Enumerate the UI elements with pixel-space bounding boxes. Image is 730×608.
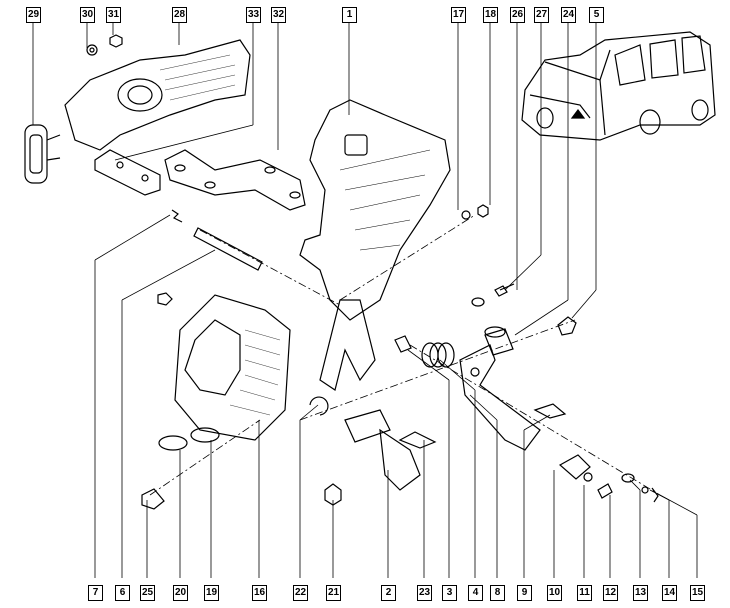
- part-30-nut: [86, 44, 98, 56]
- part-7-clip: [171, 209, 183, 223]
- part-1-pedal-bracket: [299, 99, 451, 321]
- part-14-washer: [641, 486, 649, 494]
- callout-22: 22: [293, 585, 308, 601]
- callout-4: 4: [468, 585, 483, 601]
- part-15-clip: [651, 487, 659, 503]
- part-stop-upper: [157, 292, 173, 306]
- part-13-washer: [621, 473, 635, 483]
- callout-21: 21: [326, 585, 341, 601]
- part-22-clip: [309, 396, 329, 416]
- part-20-pad: [158, 435, 188, 451]
- callout-13: 13: [633, 585, 648, 601]
- callout-11: 11: [577, 585, 592, 601]
- callout-3: 3: [442, 585, 457, 601]
- part-32-bracket: [164, 149, 306, 211]
- callout-31: 31: [106, 7, 121, 23]
- callout-28: 28: [172, 7, 187, 23]
- part-31-nut: [109, 34, 123, 48]
- part-10-bracket: [558, 454, 591, 480]
- part-12-bolt: [597, 483, 613, 499]
- part-2-pedal: [319, 299, 376, 391]
- callout-19: 19: [204, 585, 219, 601]
- callout-26: 26: [510, 7, 525, 23]
- part-23-pad: [398, 431, 437, 449]
- part-8-lever: [459, 344, 541, 451]
- callout-16: 16: [252, 585, 267, 601]
- part-19-pad: [190, 427, 220, 443]
- callout-33: 33: [246, 7, 261, 23]
- assembly-axes: [149, 214, 661, 496]
- callout-2: 2: [381, 585, 396, 601]
- callout-32: 32: [271, 7, 286, 23]
- part-25-stop: [141, 488, 165, 510]
- callout-30: 30: [80, 7, 95, 23]
- part-16-plate: [174, 294, 291, 441]
- callout-18: 18: [483, 7, 498, 23]
- part-17-washer: [461, 210, 471, 220]
- callout-27: 27: [534, 7, 549, 23]
- vehicle-illustration: [521, 31, 716, 141]
- part-4-spring: [421, 342, 455, 368]
- callout-7: 7: [88, 585, 103, 601]
- part-33-plate: [94, 149, 161, 196]
- part-11-washer: [583, 472, 593, 482]
- part-3-bushing: [394, 335, 412, 353]
- part-24-bushing: [484, 328, 514, 356]
- callout-25: 25: [140, 585, 155, 601]
- part-28-bracket: [64, 39, 251, 151]
- callout-1: 1: [342, 7, 357, 23]
- part-9-pad: [533, 403, 567, 419]
- callout-20: 20: [173, 585, 188, 601]
- part-27-bolt: [494, 283, 515, 297]
- part-29-switch: [24, 124, 61, 184]
- part-6-pin: [193, 227, 263, 271]
- callout-14: 14: [662, 585, 677, 601]
- callout-24: 24: [561, 7, 576, 23]
- callout-5: 5: [589, 7, 604, 23]
- part-26-washer: [471, 297, 485, 307]
- callout-29: 29: [26, 7, 41, 23]
- callout-6: 6: [115, 585, 130, 601]
- callout-10: 10: [547, 585, 562, 601]
- callout-8: 8: [490, 585, 505, 601]
- callout-23: 23: [417, 585, 432, 601]
- part-18-nut: [477, 204, 489, 218]
- part-5-cap: [557, 316, 577, 336]
- part-21-nut: [324, 483, 342, 506]
- leader-lines: [32, 22, 698, 578]
- callout-9: 9: [517, 585, 532, 601]
- callout-15: 15: [690, 585, 705, 601]
- callout-17: 17: [451, 7, 466, 23]
- callout-12: 12: [603, 585, 618, 601]
